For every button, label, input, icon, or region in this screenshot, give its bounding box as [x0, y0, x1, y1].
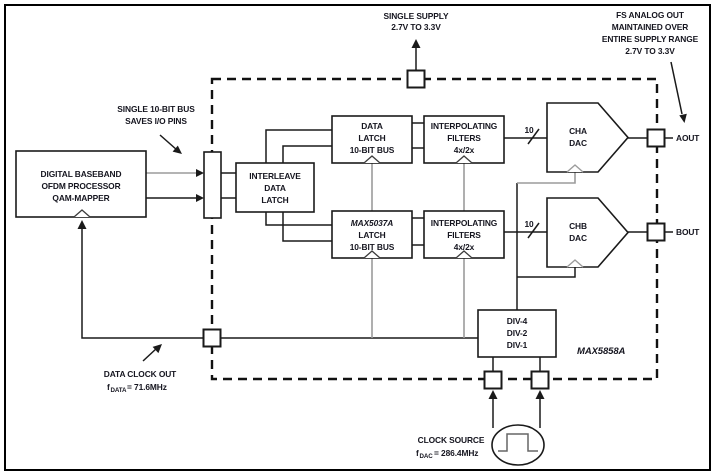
cha-dac-block: CHA DAC [546, 102, 630, 173]
figure-border [4, 4, 711, 471]
data-clock-note: DATA CLOCK OUT f DATA = 71.6MHz [104, 369, 177, 394]
filters-b-label-line2: FILTERS [447, 230, 481, 240]
baseband-label-line3: QAM-MAPPER [52, 193, 109, 203]
fs-note-line4: 2.7V TO 3.3V [625, 46, 675, 56]
latch-a-label-line2: LATCH [358, 133, 385, 143]
baseband-block: DIGITAL BASEBAND OFDM PROCESSOR QAM-MAPP… [15, 150, 147, 218]
wires-black [81, 48, 683, 428]
bus-note: SINGLE 10-BIT BUS SAVES I/O PINS [117, 104, 195, 126]
latch-b-label-line1: MAX5037A [351, 218, 394, 228]
bus-connector [203, 151, 222, 219]
latch-b-label-line2: LATCH [358, 230, 385, 240]
data-latch-a-block: DATA LATCH 10-BIT BUS [331, 115, 413, 164]
clock-source-note: CLOCK SOURCE f DAC = 286.4MHz [416, 435, 485, 460]
interleave-block: INTERLEAVE DATA LATCH [235, 162, 315, 213]
clock-source-f: f [416, 448, 419, 458]
fs-note-line2: MAINTAINED OVER [612, 22, 689, 32]
fs-note-line1: FS ANALOG OUT [616, 10, 685, 20]
oscillator-icon [491, 424, 545, 466]
latch-b-label-line3: 10-BIT BUS [350, 242, 395, 252]
data-clock-note-line1: DATA CLOCK OUT [104, 369, 177, 379]
square-wave-icon [498, 433, 538, 452]
chb-dac-label-line2: DAC [569, 233, 587, 243]
cha-dac-label-line2: DAC [569, 138, 587, 148]
filters-b-label-line1: INTERPOLATING [431, 218, 497, 228]
data-clock-value: = 71.6MHz [127, 382, 167, 392]
divider-label-line1: DIV-4 [507, 316, 528, 326]
clock-carets [73, 155, 584, 268]
clock-pin-1 [483, 370, 503, 390]
bus-note-arrow [159, 134, 178, 151]
clock-divider-block: DIV-4 DIV-2 DIV-1 [477, 309, 557, 358]
clock-source-symbol [491, 424, 545, 466]
latch-a-label-line3: 10-BIT BUS [350, 145, 395, 155]
bus-note-line1: SINGLE 10-BIT BUS [117, 104, 195, 114]
interleave-label-line2: DATA [264, 183, 286, 193]
clock-source-line1: CLOCK SOURCE [418, 435, 485, 445]
aout-label: AOUT [676, 133, 700, 143]
clock-source-value: = 286.4MHz [434, 448, 478, 458]
aout-pin [646, 128, 666, 148]
arrowheads [77, 39, 687, 399]
bus-width-label-a: 10 [524, 125, 534, 135]
supply-note-line2: 2.7V TO 3.3V [391, 22, 441, 32]
supply-note-line1: SINGLE SUPPLY [384, 11, 449, 21]
supply-pin [406, 69, 426, 89]
interleave-label-line1: INTERLEAVE [249, 171, 301, 181]
latch-a-label-line1: DATA [361, 121, 383, 131]
divider-label-line2: DIV-2 [507, 328, 528, 338]
bus-note-line2: SAVES I/O PINS [125, 116, 187, 126]
data-clock-f-sub: DATA [111, 387, 127, 394]
data-clock-f: f [107, 382, 110, 392]
fs-note: FS ANALOG OUT MAINTAINED OVER ENTIRE SUP… [602, 10, 699, 56]
filters-a-label-line3: 4x/2x [454, 145, 475, 155]
supply-note: SINGLE SUPPLY 2.7V TO 3.3V [384, 11, 450, 32]
chb-dac-block: CHB DAC [546, 197, 630, 268]
filters-a-label-line2: FILTERS [447, 133, 481, 143]
baseband-label-line1: DIGITAL BASEBAND [41, 169, 122, 179]
package-pins [202, 69, 666, 390]
bout-pin [646, 222, 666, 242]
filters-a-label-line1: INTERPOLATING [431, 121, 497, 131]
data-clock-pin [202, 328, 222, 348]
chb-dac-label-line1: CHB [569, 221, 587, 231]
part-number-label: MAX5858A [577, 346, 626, 357]
divider-label-line3: DIV-1 [507, 340, 528, 350]
data-clock-arrow [142, 347, 158, 362]
clock-source-f-sub: DAC [420, 453, 434, 460]
baseband-label-line2: OFDM PROCESSOR [41, 181, 120, 191]
fs-note-line3: ENTIRE SUPPLY RANGE [602, 34, 699, 44]
fs-note-arrow [670, 61, 683, 115]
cha-dac-label-line1: CHA [569, 126, 587, 136]
bout-label: BOUT [676, 227, 700, 237]
interleave-label-line3: LATCH [261, 195, 288, 205]
clock-pin-2 [530, 370, 550, 390]
chip-boundary [210, 77, 659, 381]
filters-b-label-line3: 4x/2x [454, 242, 475, 252]
bus-width-label-b: 10 [524, 219, 534, 229]
